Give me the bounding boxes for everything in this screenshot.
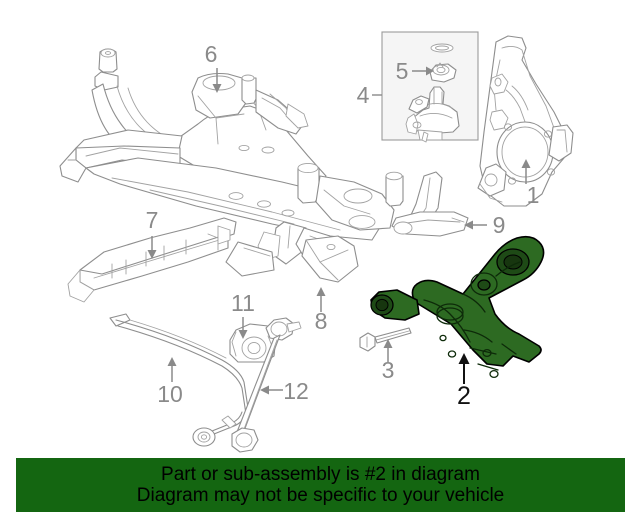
callout-number-5: 5 — [396, 58, 409, 84]
callout-arrow-6 — [212, 68, 222, 93]
callout-number-4: 4 — [357, 82, 370, 108]
callout-number-1: 1 — [527, 182, 540, 208]
part-stabilizer-bar-10 — [109, 313, 249, 447]
callout-arrow-10 — [167, 357, 177, 382]
part-lower-control-arm-2 — [370, 235, 545, 379]
callout-arrow-3 — [383, 339, 393, 362]
callout-number-9: 9 — [493, 212, 506, 238]
part-steering-knuckle-1 — [477, 35, 574, 207]
callout-arrow-8 — [316, 287, 326, 312]
inset-ball-joint-box-4 — [372, 31, 479, 143]
part-crossmember-6 — [59, 48, 404, 277]
callout-number-2: 2 — [457, 382, 471, 410]
callout-number-11: 11 — [231, 290, 255, 316]
callout-number-7: 7 — [146, 207, 159, 233]
callout-number-12: 12 — [283, 378, 309, 404]
callout-arrow-9 — [464, 220, 487, 230]
callout-arrow-7 — [147, 236, 157, 259]
callout-number-3: 3 — [382, 357, 395, 383]
part-bolt-3 — [359, 327, 412, 352]
callout-arrow-5 — [412, 66, 434, 76]
banner-line-1: Part or sub-assembly is #2 in diagram — [161, 463, 480, 485]
part-stabilizer-bracket-9 — [391, 171, 469, 237]
part-brace-7 — [67, 217, 237, 303]
callout-arrow-1 — [521, 159, 531, 184]
callout-arrow-12 — [260, 385, 283, 395]
callout-number-8: 8 — [315, 308, 328, 334]
callout-number-6: 6 — [205, 41, 218, 67]
banner-line-2: Diagram may not be specific to your vehi… — [136, 485, 505, 506]
info-banner: Part or sub-assembly is #2 in diagram Di… — [16, 458, 625, 512]
part-stabilizer-link-12 — [221, 317, 302, 453]
part-bracket-plate-8 — [301, 235, 359, 283]
callout-arrow-2 — [458, 353, 470, 384]
callout-number-10: 10 — [157, 381, 183, 407]
callout-arrow-11 — [238, 317, 248, 339]
